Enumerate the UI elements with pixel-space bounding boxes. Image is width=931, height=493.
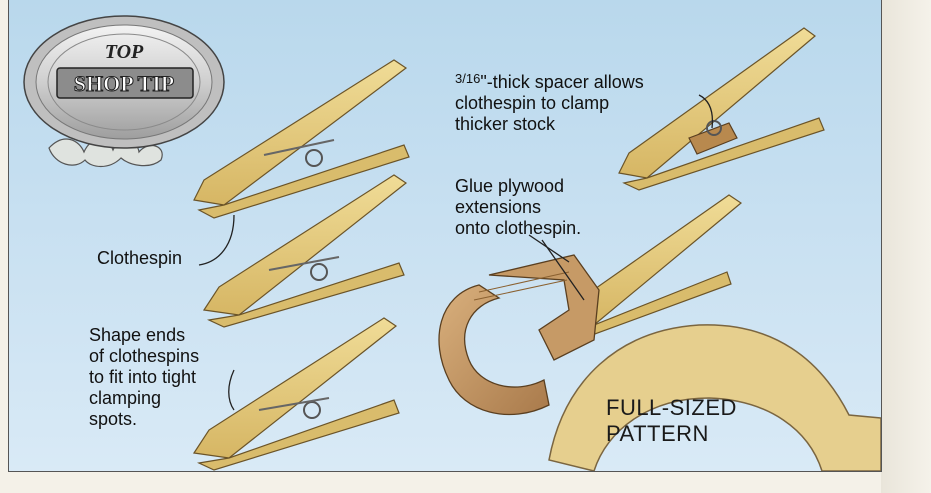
full-sized-pattern-label: FULL-SIZED PATTERN (606, 395, 737, 447)
shop-tip-illustration-panel: TOP SHOP TIP (8, 0, 882, 472)
top-shop-tip-badge: TOP SHOP TIP (24, 16, 224, 167)
adjacent-page-edge (881, 0, 931, 493)
badge-shop-tip-text: SHOP TIP (74, 71, 174, 96)
shape-ends-label: Shape ends of clothespins to fit into ti… (89, 325, 199, 430)
clothespin-label: Clothespin (97, 248, 182, 269)
glue-label: Glue plywood extensions onto clothespin. (455, 176, 581, 239)
clothespin-3 (194, 318, 399, 470)
clothespin-with-spacer (619, 28, 824, 190)
spacer-label: 3/16"-thick spacer allows clothespin to … (455, 68, 644, 135)
badge-top-text: TOP (105, 41, 144, 63)
spacer-label-text: "-thick spacer allows clothespin to clam… (455, 72, 644, 134)
spacer-fraction: 3/16 (455, 71, 480, 86)
